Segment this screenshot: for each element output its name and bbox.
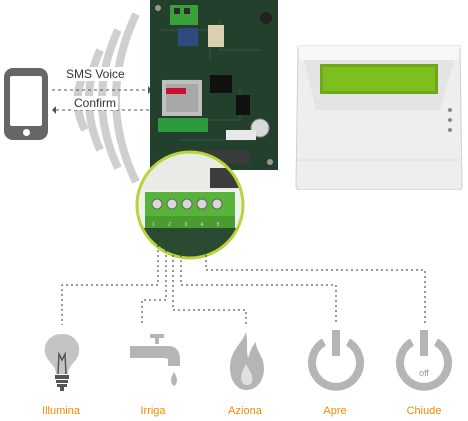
power-on-icon: on [304, 330, 368, 392]
power-off-text: off [419, 368, 429, 378]
power-off-icon: off [392, 330, 456, 392]
gsm-module-board [150, 0, 278, 170]
sms-voice-label: SMS Voice [64, 67, 127, 81]
alarm-keypad [290, 40, 466, 191]
bulb-icon [30, 330, 94, 392]
confirm-label: Confirm [72, 96, 119, 110]
flame-icon [214, 330, 278, 392]
terminal-numbers: 1 2 3 4 5 [152, 222, 226, 228]
phone-screen [10, 76, 42, 126]
phone-home-button [23, 129, 30, 136]
terminal-block-zoom [135, 150, 245, 260]
caption-irriga: Irriga [140, 405, 166, 417]
smartphone-icon [4, 68, 48, 140]
power-on-text: on [331, 368, 341, 378]
caption-aziona: Aziona [228, 405, 262, 417]
caption-apre: Apre [323, 405, 347, 417]
faucet-icon [124, 330, 188, 392]
caption-chiude: Chiude [406, 405, 442, 417]
board-components [150, 0, 278, 170]
caption-illumina: Illumina [42, 405, 80, 417]
keypad-body [295, 45, 463, 191]
